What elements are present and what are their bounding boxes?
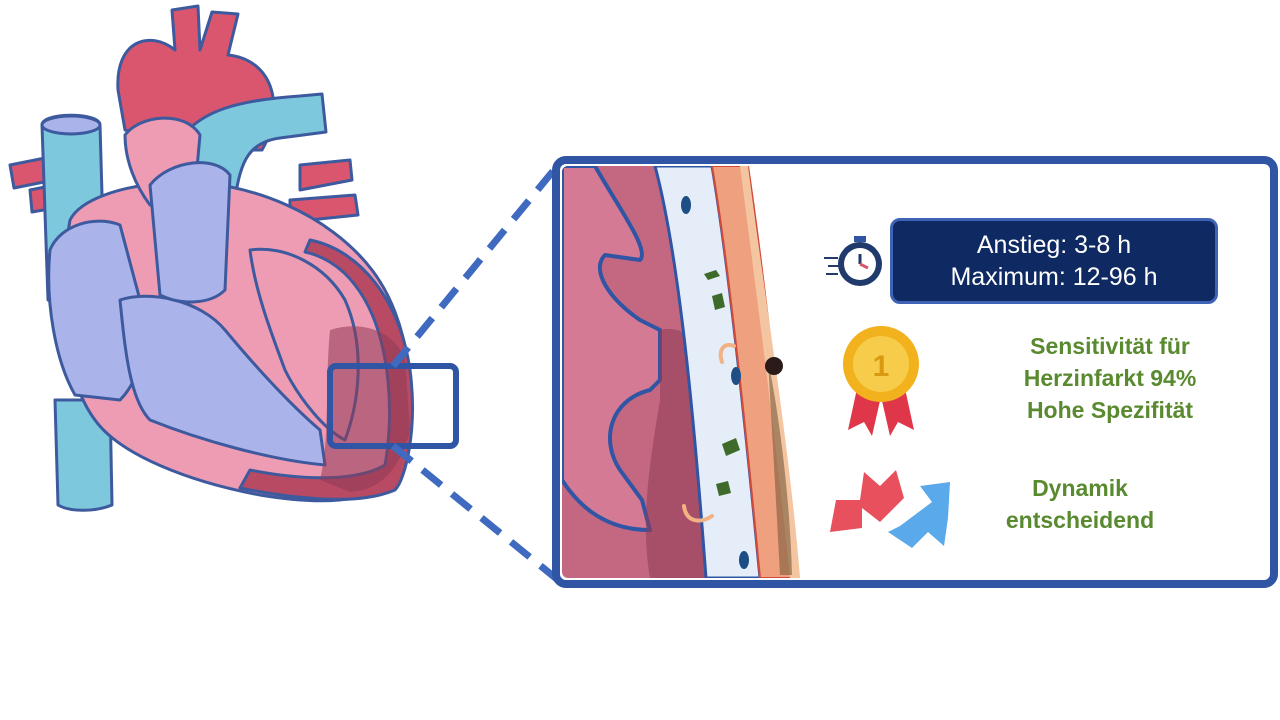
- medal-number: 1: [873, 350, 890, 383]
- vena-cava-inferior: [53, 398, 114, 512]
- flow-arrows: [682, 343, 736, 523]
- zoom-line-bottom: [390, 443, 561, 583]
- dynamics-line-2: entscheidend: [1005, 507, 1155, 533]
- dynamics-line-1: Dynamik: [1032, 475, 1128, 501]
- necrosis-strip: [768, 360, 792, 575]
- dynamics-text: Dynamik entscheidend: [960, 472, 1200, 536]
- arrows-icon: [830, 470, 950, 548]
- onset-text: Anstieg: 3-8 h: [976, 231, 1132, 259]
- stopwatch-icon: [824, 236, 882, 286]
- necrosis-spot: [765, 357, 783, 375]
- troponin-molecules: [704, 270, 740, 496]
- pulmonary-trunk: [148, 161, 232, 304]
- myocardium-rim: [238, 238, 414, 501]
- maximum-text: Maximum: 12-96 h: [950, 263, 1158, 291]
- heart-illustration: [8, 4, 414, 512]
- specificity-line: Hohe Spezifität: [1026, 397, 1194, 423]
- blood-cells: [681, 196, 749, 569]
- onset-info-box: Anstieg: 3-8 h Maximum: 12-96 h: [890, 218, 1218, 304]
- zoom-line-top: [390, 162, 561, 369]
- ventricle-lumen: [562, 166, 662, 532]
- medal-icon: 1: [843, 326, 919, 436]
- sensitivity-text: Sensitivität für Herzinfarkt 94% Hohe Sp…: [960, 330, 1260, 426]
- pulmonary-vein-right: [298, 158, 354, 192]
- sensitivity-line-2: Herzinfarkt 94%: [1023, 365, 1197, 391]
- sensitivity-line-1: Sensitivität für: [1030, 333, 1190, 359]
